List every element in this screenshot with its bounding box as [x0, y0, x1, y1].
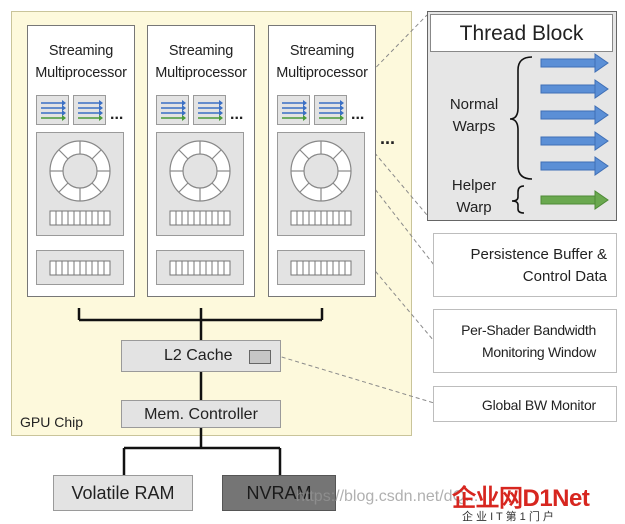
warp-scheduler	[73, 95, 106, 125]
shared-memory	[156, 250, 244, 285]
compute-core	[156, 132, 244, 236]
nvram-label: NVRAM	[246, 483, 312, 503]
warp-scheduler	[36, 95, 69, 125]
warp-more-ellipsis: ...	[351, 106, 365, 123]
memory-controller: Mem. Controller	[121, 400, 281, 428]
warp-icon	[161, 100, 186, 121]
streaming-multiprocessor: Streaming Multiprocessor ...	[147, 25, 255, 297]
global-bw-monitor-block	[249, 350, 271, 364]
sm-title: Streaming Multiprocessor	[155, 43, 247, 81]
shared-memory	[277, 250, 365, 285]
bandwidth-window-callout: Per-Shader Bandwidth Monitoring Window	[433, 309, 617, 373]
bandwidth-window-label: Per-Shader Bandwidth Monitoring Window	[461, 322, 596, 360]
register-file-icon	[49, 260, 111, 276]
warp-icon	[198, 100, 223, 121]
normal-warp-arrow	[540, 105, 609, 125]
normal-warps-brace	[509, 56, 533, 180]
compute-wheel-icon	[49, 140, 111, 226]
warp-icon	[41, 100, 66, 121]
warp-scheduler	[314, 95, 347, 125]
normal-warp-arrow	[540, 156, 609, 176]
warp-scheduler	[193, 95, 226, 125]
register-file-icon	[290, 260, 352, 276]
register-file-icon	[169, 260, 231, 276]
persistence-buffer-label: Persistence Buffer & Control Data	[470, 246, 607, 285]
warp-scheduler	[277, 95, 310, 125]
warp-icon	[319, 100, 344, 121]
brand-watermark: 企业网D1Net	[452, 485, 590, 512]
normal-warps-label: Normal Warps	[449, 96, 499, 135]
gpu-chip-label: GPU Chip	[20, 414, 84, 430]
watermark-url: https://blog.csdn.net/dQ...	[296, 488, 479, 505]
warp-more-ellipsis: ...	[110, 106, 124, 123]
helper-warp-arrow	[540, 190, 609, 210]
volatile-ram: Volatile RAM	[53, 475, 193, 511]
normal-warp-arrow	[540, 79, 609, 99]
l2-cache: L2 Cache	[121, 340, 281, 372]
sm-title: Streaming Multiprocessor	[35, 43, 127, 81]
warp-icon	[282, 100, 307, 121]
more-sms-ellipsis: ...	[380, 128, 396, 148]
thread-block: Thread Block Normal Warps Helper Warp	[427, 11, 617, 221]
l2-cache-label: L2 Cache	[164, 347, 233, 364]
warp-arrows	[509, 53, 609, 214]
streaming-multiprocessor: Streaming Multiprocessor ...	[268, 25, 376, 297]
global-bw-callout: Global BW Monitor	[433, 386, 617, 422]
persistence-buffer-callout: Persistence Buffer & Control Data	[433, 233, 617, 297]
compute-wheel-icon	[290, 140, 352, 226]
warp-icon	[78, 100, 103, 121]
helper-warp-brace	[511, 185, 525, 214]
normal-warp-arrow	[540, 53, 609, 73]
streaming-multiprocessor: Streaming Multiprocessor ...	[27, 25, 135, 297]
thread-block-title: Thread Block	[459, 22, 584, 45]
nvram: NVRAM	[222, 475, 336, 511]
brand-tagline: 企 业 I T 第 1 门 户	[462, 511, 554, 523]
normal-warp-arrow	[540, 131, 609, 151]
warp-more-ellipsis: ...	[230, 106, 244, 123]
global-bw-label: Global BW Monitor	[481, 397, 596, 413]
compute-core	[277, 132, 365, 236]
thread-block-header: Thread Block	[430, 14, 613, 52]
shared-memory	[36, 250, 124, 285]
sm-title: Streaming Multiprocessor	[276, 43, 368, 81]
memory-controller-label: Mem. Controller	[144, 406, 258, 423]
compute-wheel-icon	[169, 140, 231, 226]
volatile-ram-label: Volatile RAM	[71, 483, 175, 503]
warp-scheduler	[156, 95, 189, 125]
helper-warp-label: Helper Warp	[451, 177, 497, 216]
compute-core	[36, 132, 124, 236]
